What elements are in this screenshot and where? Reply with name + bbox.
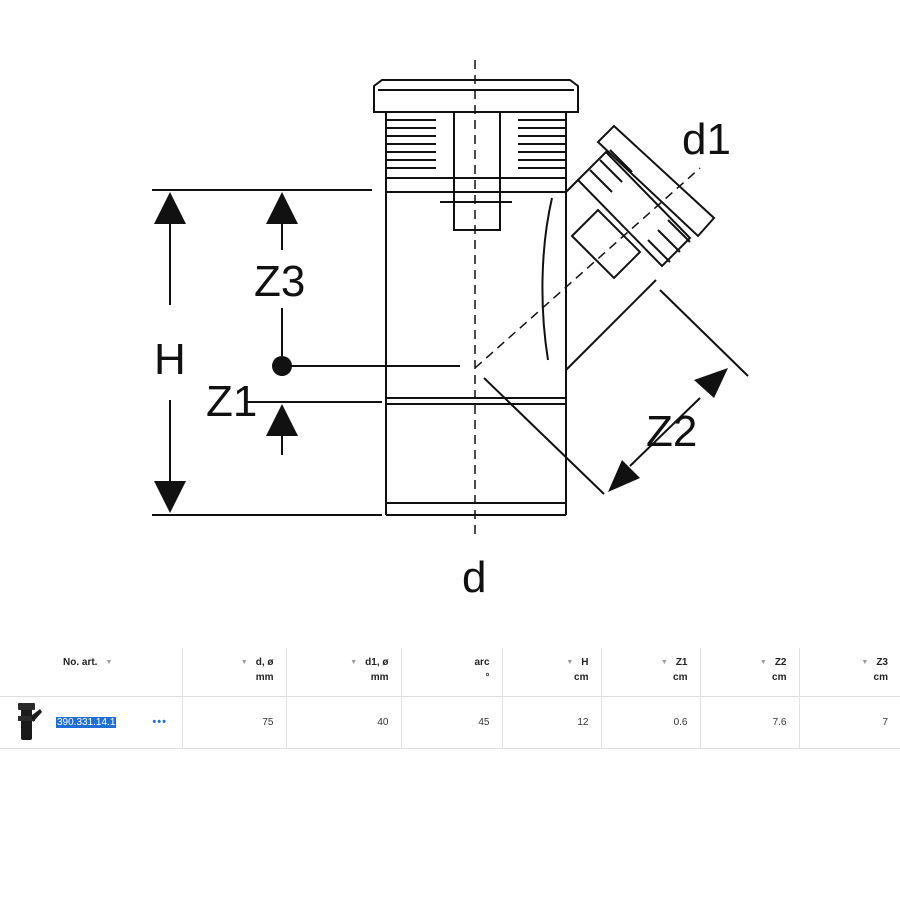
column-unit: ° (485, 672, 490, 683)
column-header-Z3[interactable]: ▼ Z3 cm (798, 648, 900, 696)
table-row[interactable]: 390.331.14.1 ••• 75 40 45 12 0.6 7.6 7 (0, 696, 900, 748)
product-thumbnail-icon[interactable] (10, 702, 42, 742)
label-d: d (462, 553, 486, 602)
sort-icon[interactable]: ▼ (350, 659, 358, 666)
column-unit: cm (873, 672, 888, 683)
technical-drawing: d1 d H Z1 Z2 Z3 (152, 60, 749, 602)
article-number[interactable]: 390.331.14.1 (56, 716, 117, 728)
y-branch-diagram: d1 d H Z1 Z2 Z3 (152, 60, 749, 602)
column-label: arc (474, 657, 490, 668)
label-Z1: Z1 (206, 377, 257, 426)
sort-icon[interactable]: ▼ (759, 659, 767, 666)
cell-d: 75 (181, 696, 286, 748)
column-unit: mm (370, 672, 389, 683)
column-label: H (581, 657, 589, 668)
column-header-d1[interactable]: ▼ d1, ø mm (285, 648, 401, 696)
label-Z2: Z2 (646, 407, 697, 456)
column-header-art-no[interactable]: No. art. ▼ (0, 648, 182, 696)
product-table: No. art. ▼ ▼ d, ø mm ▼ d1, ø mm arc ° ▼ H cm (0, 648, 900, 749)
cell-Z2: 7.6 (699, 696, 799, 748)
art-cell: 390.331.14.1 ••• (0, 696, 182, 748)
cell-d1: 40 (285, 696, 401, 748)
column-label: d, ø (255, 657, 274, 668)
more-options-icon[interactable]: ••• (152, 716, 167, 728)
label-Z3: Z3 (254, 257, 305, 306)
column-header-H[interactable]: ▼ H cm (501, 648, 601, 696)
column-header-Z2[interactable]: ▼ Z2 cm (699, 648, 799, 696)
sort-icon[interactable]: ▼ (105, 659, 113, 666)
column-unit: cm (673, 672, 688, 683)
table-header-row: No. art. ▼ ▼ d, ø mm ▼ d1, ø mm arc ° ▼ H cm (0, 648, 900, 696)
column-label: d1, ø (365, 657, 389, 668)
sort-icon[interactable]: ▼ (861, 659, 869, 666)
cell-Z1: 0.6 (600, 696, 700, 748)
column-unit: cm (574, 672, 589, 683)
column-header-Z1[interactable]: ▼ Z1 cm (600, 648, 700, 696)
column-header-arc[interactable]: arc ° (400, 648, 502, 696)
cell-arc: 45 (400, 696, 502, 748)
sort-icon[interactable]: ▼ (240, 659, 248, 666)
cell-H: 12 (501, 696, 601, 748)
cell-Z3: 7 (798, 696, 900, 748)
label-d1: d1 (682, 115, 731, 164)
column-unit: mm (255, 672, 274, 683)
column-label: Z2 (774, 657, 787, 668)
sort-icon[interactable]: ▼ (660, 659, 668, 666)
column-unit: cm (772, 672, 787, 683)
column-header-d[interactable]: ▼ d, ø mm (181, 648, 286, 696)
sort-icon[interactable]: ▼ (566, 659, 574, 666)
column-label: Z1 (675, 657, 688, 668)
column-label: Z3 (876, 657, 888, 668)
column-label: No. art. (63, 657, 98, 668)
label-H: H (154, 335, 186, 384)
specifications-table: No. art. ▼ ▼ d, ø mm ▼ d1, ø mm arc ° ▼ H cm (0, 648, 900, 749)
